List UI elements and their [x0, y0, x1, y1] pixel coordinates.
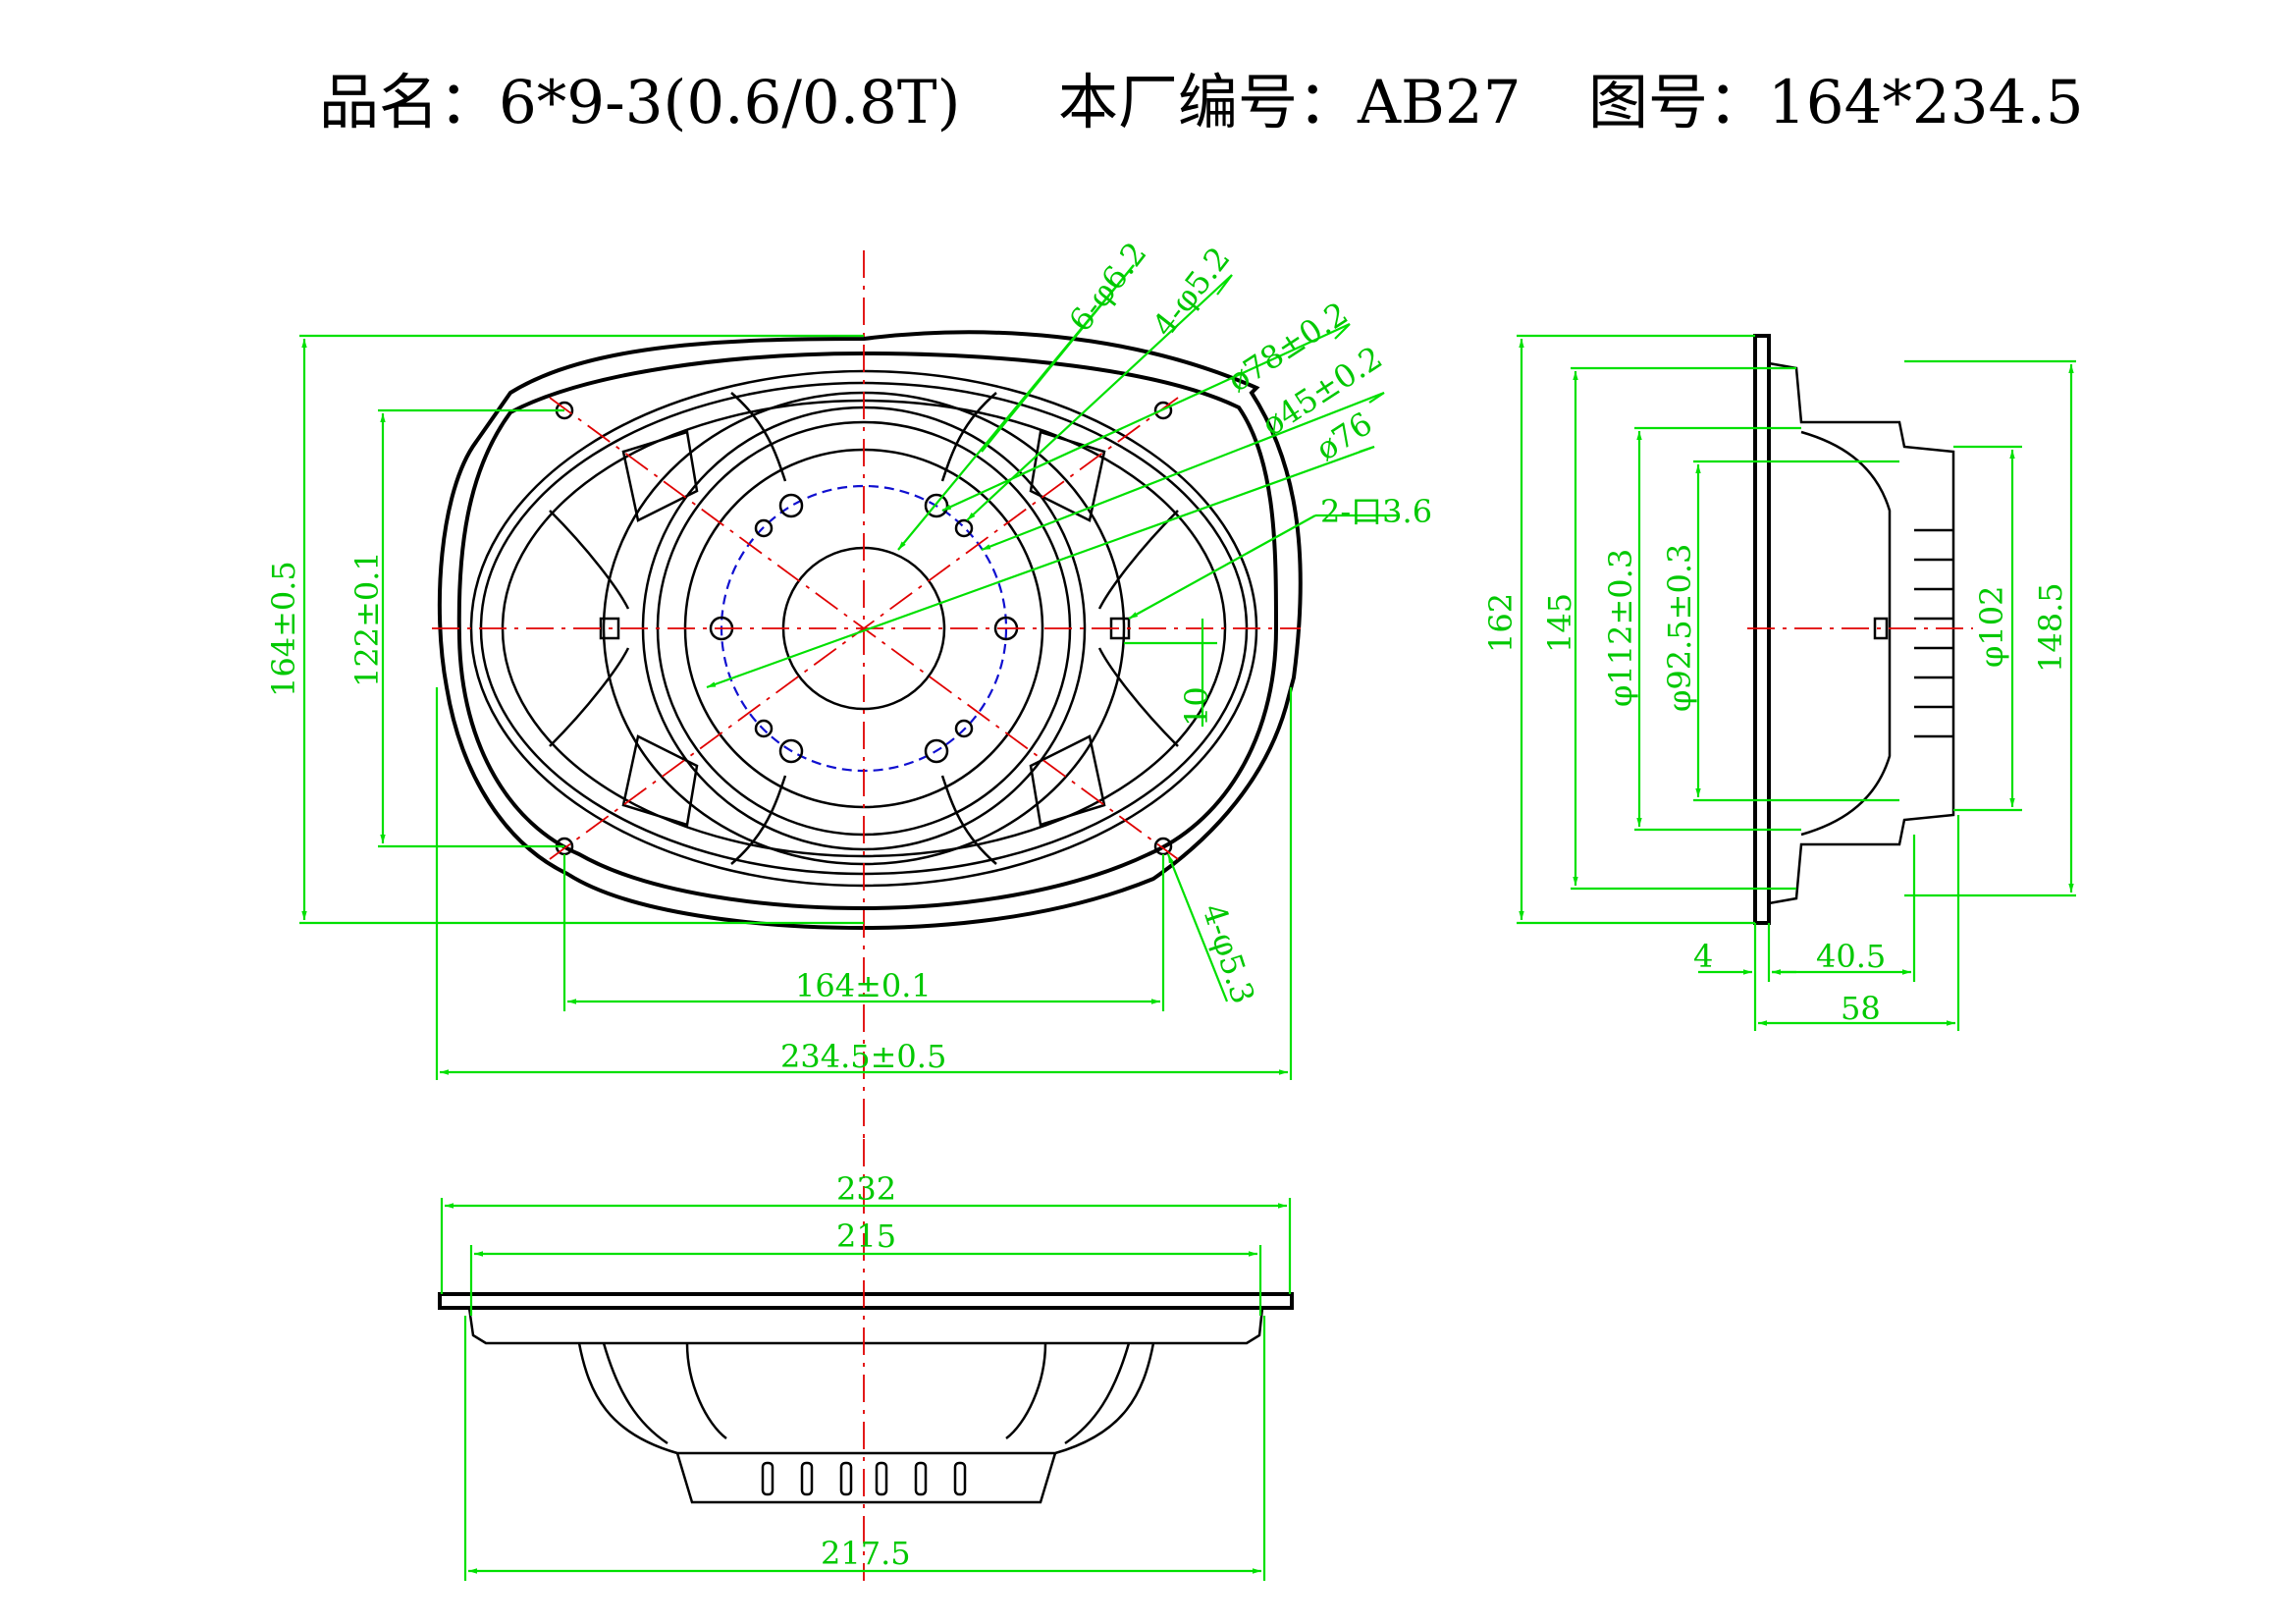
dim-height-holes: 122±0.1 — [348, 551, 386, 687]
dim-h145: 145 — [1541, 593, 1578, 653]
bottom-ribs — [602, 1342, 1131, 1496]
product-name: 品名：6*9-3(0.6/0.8T) — [319, 68, 960, 137]
front-callout-leaders — [706, 264, 1399, 1002]
front-view: 6-φ6.2 4-φ5.2 ø78±0.2 ø45±0.2 ø76 2-口3.6… — [265, 235, 1432, 1139]
dim-d58: 58 — [1841, 990, 1881, 1027]
side-cone-outline — [1800, 430, 1892, 837]
side-flange — [1753, 334, 1771, 925]
basket-spokes — [549, 392, 1179, 865]
factory-code: 本厂编号：AB27 — [1058, 68, 1522, 137]
bottom-basket — [577, 1342, 1155, 1455]
drawing-number: 图号：164*234.5 — [1588, 68, 2084, 137]
frame-inner-outline — [456, 351, 1279, 911]
dim-d92: φ92.5±0.3 — [1661, 544, 1698, 712]
dim-w217: 217.5 — [821, 1535, 911, 1572]
label-4-holes-bottom: 4-φ5.3 — [1195, 899, 1261, 1008]
dim-h162: 162 — [1482, 593, 1520, 653]
side-view: 162 145 φ112±0.3 φ92.5±0.3 φ102 148.5 4 … — [1482, 334, 2076, 1031]
side-fins — [1873, 528, 1953, 738]
label-6-holes: 6-φ6.2 — [1061, 235, 1153, 339]
dim-d102: φ102 — [1973, 586, 2010, 668]
label-slot: 2-口3.6 — [1320, 493, 1432, 530]
frame-outline — [437, 330, 1303, 931]
dim-w232: 232 — [836, 1170, 896, 1208]
dim-w215: 215 — [836, 1218, 896, 1255]
mount-hole-tr — [1153, 401, 1173, 420]
bottom-flange — [438, 1292, 1294, 1310]
dim-width-holes: 164±0.1 — [795, 967, 932, 1004]
bottom-dimensions — [440, 1198, 1292, 1581]
side-dimensions — [1517, 334, 2076, 1031]
dim-d40: 40.5 — [1816, 938, 1886, 975]
side-basket — [1768, 361, 1955, 905]
title-block: 品名：6*9-3(0.6/0.8T) 本厂编号：AB27 图号：164*234.… — [319, 68, 2084, 137]
dim-offset-10: 10 — [1178, 686, 1215, 727]
bottom-magnet — [675, 1452, 1057, 1504]
label-4-holes-top: 4-φ5.2 — [1145, 240, 1237, 344]
dim-width-outer: 234.5±0.5 — [780, 1038, 946, 1075]
bottom-view: 232 215 217.5 — [438, 1139, 1294, 1581]
bottom-gasket — [467, 1307, 1264, 1345]
front-centerlines — [432, 250, 1301, 1139]
dim-h148: 148.5 — [2032, 582, 2069, 673]
front-dimensions — [299, 334, 1293, 1080]
dim-d112: φ112±0.3 — [1602, 549, 1639, 707]
dim-t4: 4 — [1693, 938, 1713, 975]
dim-height-outer: 164±0.5 — [265, 561, 302, 697]
